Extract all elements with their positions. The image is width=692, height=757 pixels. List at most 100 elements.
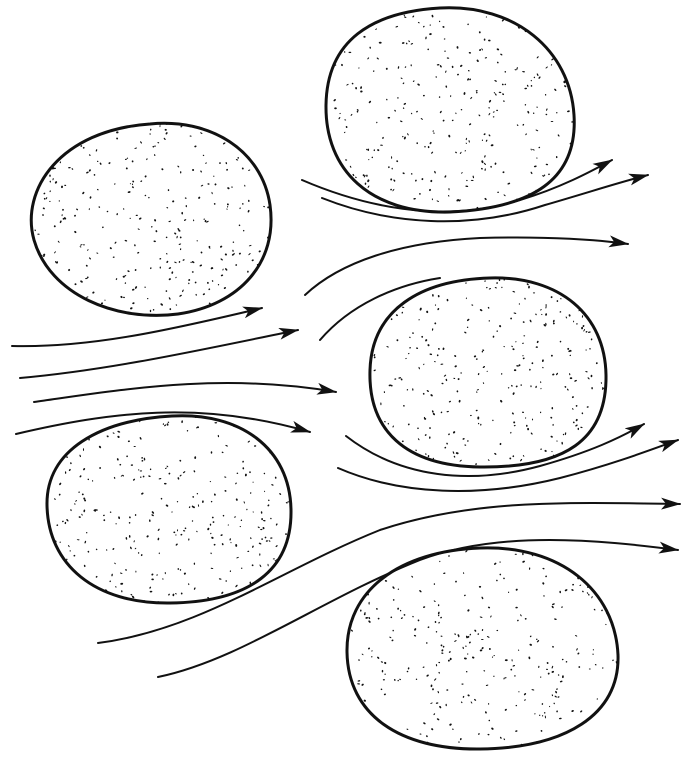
stipple-speck xyxy=(402,82,404,84)
stipple-speck xyxy=(129,535,131,538)
stipple-speck xyxy=(70,509,72,511)
stipple-speck xyxy=(133,540,135,542)
stipple-speck xyxy=(571,121,572,123)
stipple-speck xyxy=(89,154,91,156)
stipple-speck xyxy=(66,519,69,522)
stipple-speck xyxy=(419,733,421,734)
stipple-speck xyxy=(133,478,136,481)
stipple-speck xyxy=(117,430,120,433)
stipple-speck xyxy=(454,355,457,358)
stipple-speck xyxy=(551,605,554,608)
stipple-speck xyxy=(518,649,520,651)
stipple-speck xyxy=(397,588,399,590)
stipple-speck xyxy=(504,71,506,73)
stipple-speck xyxy=(456,390,458,392)
stipple-speck xyxy=(225,268,228,271)
particle-top-right xyxy=(326,8,574,212)
stipple-speck xyxy=(368,617,371,620)
stipple-speck xyxy=(52,178,54,181)
stipple-speck xyxy=(221,451,223,453)
stipple-speck xyxy=(250,537,252,539)
stipple-speck xyxy=(531,689,534,691)
stipple-speck xyxy=(236,472,238,474)
stipple-speck xyxy=(525,417,527,419)
stipple-speck xyxy=(172,593,174,596)
stipple-speck xyxy=(530,432,533,435)
stipple-speck xyxy=(450,658,452,661)
stipple-speck xyxy=(551,355,553,357)
stipple-speck xyxy=(338,117,341,120)
stipple-speck xyxy=(195,282,197,284)
stipple-speck xyxy=(496,330,498,332)
stipple-speck xyxy=(357,683,360,684)
stipple-speck xyxy=(175,543,178,546)
stipple-speck xyxy=(390,189,392,191)
stipple-speck xyxy=(435,631,437,633)
stipple-speck xyxy=(525,133,527,135)
stipple-speck xyxy=(132,183,134,185)
stipple-speck xyxy=(210,552,212,554)
stipple-speck xyxy=(130,307,133,310)
stipple-speck xyxy=(542,568,544,570)
stipple-speck xyxy=(99,467,102,470)
stipple-speck xyxy=(595,664,597,666)
stipple-speck xyxy=(148,475,151,477)
stipple-speck xyxy=(551,451,553,452)
stipple-speck xyxy=(421,336,423,338)
stipple-speck xyxy=(434,171,436,174)
stipple-speck xyxy=(396,339,399,342)
stipple-speck xyxy=(222,515,224,517)
stipple-speck xyxy=(515,730,518,732)
stipple-speck xyxy=(181,212,183,215)
stipple-speck xyxy=(177,477,179,480)
stipple-speck xyxy=(358,659,360,661)
stipple-speck xyxy=(558,674,560,676)
stipple-speck xyxy=(447,57,450,59)
stipple-speck xyxy=(213,175,214,176)
stipple-speck xyxy=(591,375,593,378)
stipple-speck xyxy=(461,683,463,684)
stipple-speck xyxy=(531,362,533,364)
stipple-speck xyxy=(563,434,565,436)
stipple-speck xyxy=(474,629,477,632)
stipple-speck xyxy=(414,635,417,637)
stipple-speck xyxy=(436,200,439,202)
stipple-speck xyxy=(68,269,71,272)
stipple-speck xyxy=(168,189,170,191)
stipple-speck xyxy=(97,161,99,162)
stipple-speck xyxy=(488,459,490,461)
stipple-speck xyxy=(376,608,379,611)
stipple-speck xyxy=(183,471,186,474)
stipple-speck xyxy=(464,657,467,659)
stipple-speck xyxy=(373,354,375,357)
stipple-speck xyxy=(144,286,146,288)
stipple-speck xyxy=(159,258,161,260)
stipple-speck xyxy=(361,653,363,655)
stipple-speck xyxy=(481,168,483,170)
stipple-speck xyxy=(164,483,167,485)
stipple-speck xyxy=(551,671,554,674)
stipple-speck xyxy=(154,145,156,147)
stipple-speck xyxy=(352,83,354,85)
stipple-speck xyxy=(61,186,63,189)
stipple-speck xyxy=(438,672,440,674)
stipple-speck xyxy=(496,579,498,581)
stipple-speck xyxy=(481,639,484,640)
stipple-speck xyxy=(267,504,270,507)
stipple-speck xyxy=(400,378,402,381)
stipple-speck xyxy=(140,180,142,182)
stipple-speck xyxy=(232,250,234,253)
stipple-speck xyxy=(373,369,376,371)
stipple-speck xyxy=(425,36,427,39)
stipple-speck xyxy=(226,169,228,172)
stipple-speck xyxy=(444,175,447,178)
stipple-speck xyxy=(454,365,457,368)
stipple-speck xyxy=(368,100,371,103)
stipple-speck xyxy=(575,419,578,422)
stipple-speck xyxy=(449,651,452,653)
stipple-speck xyxy=(536,106,538,108)
stipple-speck xyxy=(460,738,462,741)
stipple-speck xyxy=(397,607,399,609)
stipple-speck xyxy=(386,346,389,348)
stipple-speck xyxy=(530,80,532,82)
